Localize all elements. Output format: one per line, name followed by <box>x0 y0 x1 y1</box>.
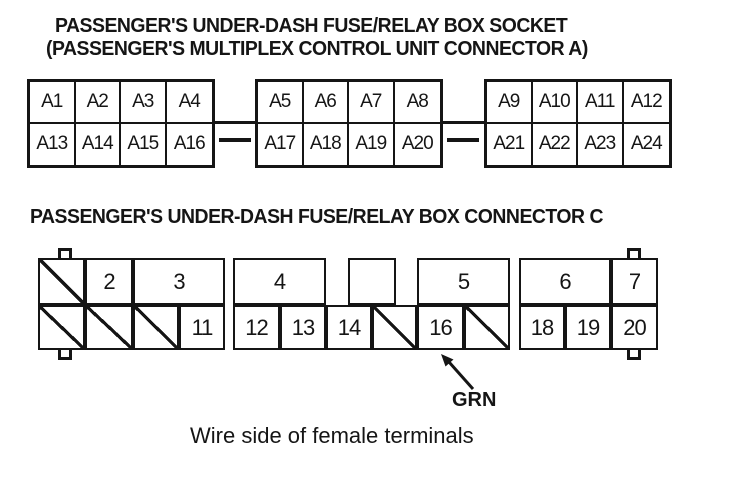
socket-a-pin-A21: A21 <box>487 123 533 165</box>
diagram-caption: Wire side of female terminals <box>190 423 474 448</box>
socket-a-pin-A5: A5 <box>258 82 304 124</box>
connector-c-pin-18: 18 <box>519 305 565 350</box>
connector-c-pin-16: 16 <box>417 305 464 350</box>
socket-a-pin-A3: A3 <box>121 82 167 124</box>
socket-a-pin-A15: A15 <box>121 123 167 165</box>
socket-a-pin-A16: A16 <box>173 133 206 155</box>
socket-a-pin-A6: A6 <box>303 82 349 124</box>
socket-a-pin-A1: A1 <box>30 82 76 124</box>
socket-a-pin-A19: A19 <box>349 123 395 165</box>
connector-c-blocked-cell <box>372 305 417 350</box>
connector-c-empty-box <box>348 258 396 305</box>
connector-c-pin-20: 20 <box>611 305 658 350</box>
socket-a-pin-A7: A7 <box>349 82 395 124</box>
socket-a-pin-A10: A10 <box>532 82 578 124</box>
wire-color-label: GRN <box>452 389 497 411</box>
socket-a-title-line2: (PASSENGER'S MULTIPLEX CONTROL UNIT CONN… <box>46 38 588 60</box>
grn-callout-arrow <box>441 354 475 390</box>
socket-a-pin-A12: A12 <box>623 82 669 124</box>
socket-a-link-bar <box>447 138 479 142</box>
socket-a-pin-A23: A23 <box>578 123 624 165</box>
socket-a-pin-A4: A4 <box>166 82 212 124</box>
connector-c-pin-6: 6 <box>519 258 611 305</box>
connector-c-blocked-cell <box>85 305 133 350</box>
connector-c-pin-5: 5 <box>417 258 510 305</box>
connector-c-pin-12: 12 <box>233 305 280 350</box>
connector-c-pin-7: 7 <box>611 258 658 305</box>
socket-a-pin-A13: A13 <box>30 123 76 165</box>
connector-c-blocked-cell <box>38 305 85 350</box>
connector-c-blocked-cell <box>38 258 85 305</box>
connector-c-blocked-cell <box>133 305 179 350</box>
socket-a-link-line <box>212 121 258 124</box>
socket-a-pin-A18: A18 <box>304 123 349 165</box>
socket-a-link-line <box>440 121 487 124</box>
socket-a-pin-A9: A9 <box>487 82 533 124</box>
connector-c-pin-19: 19 <box>565 305 611 350</box>
connector-c-pin-2: 2 <box>85 258 133 305</box>
socket-a-pin-A2: A2 <box>75 82 121 124</box>
socket-a-pin-A11: A11 <box>578 82 624 124</box>
connector-c-pin-14: 14 <box>326 305 372 350</box>
socket-a-pin-A14: A14 <box>76 123 121 165</box>
socket-a-title-line1: PASSENGER'S UNDER-DASH FUSE/RELAY BOX SO… <box>55 15 568 37</box>
socket-a-pin-A8: A8 <box>394 82 440 124</box>
socket-a-link-bar <box>219 138 251 142</box>
connector-c-pin-4: 4 <box>233 258 326 305</box>
connector-c-title: PASSENGER'S UNDER-DASH FUSE/RELAY BOX CO… <box>30 206 603 228</box>
socket-a-pin-A17: A17 <box>258 123 304 165</box>
connector-c-blocked-cell <box>464 305 510 350</box>
socket-a-pin-A24: A24 <box>630 133 663 155</box>
socket-a-pin-A22: A22 <box>533 123 578 165</box>
socket-a-pin-A20: A20 <box>401 133 434 155</box>
connector-c-pin-3: 3 <box>133 258 225 305</box>
connector-c-pin-13: 13 <box>280 305 326 350</box>
connector-c-pin-11: 11 <box>179 305 225 350</box>
